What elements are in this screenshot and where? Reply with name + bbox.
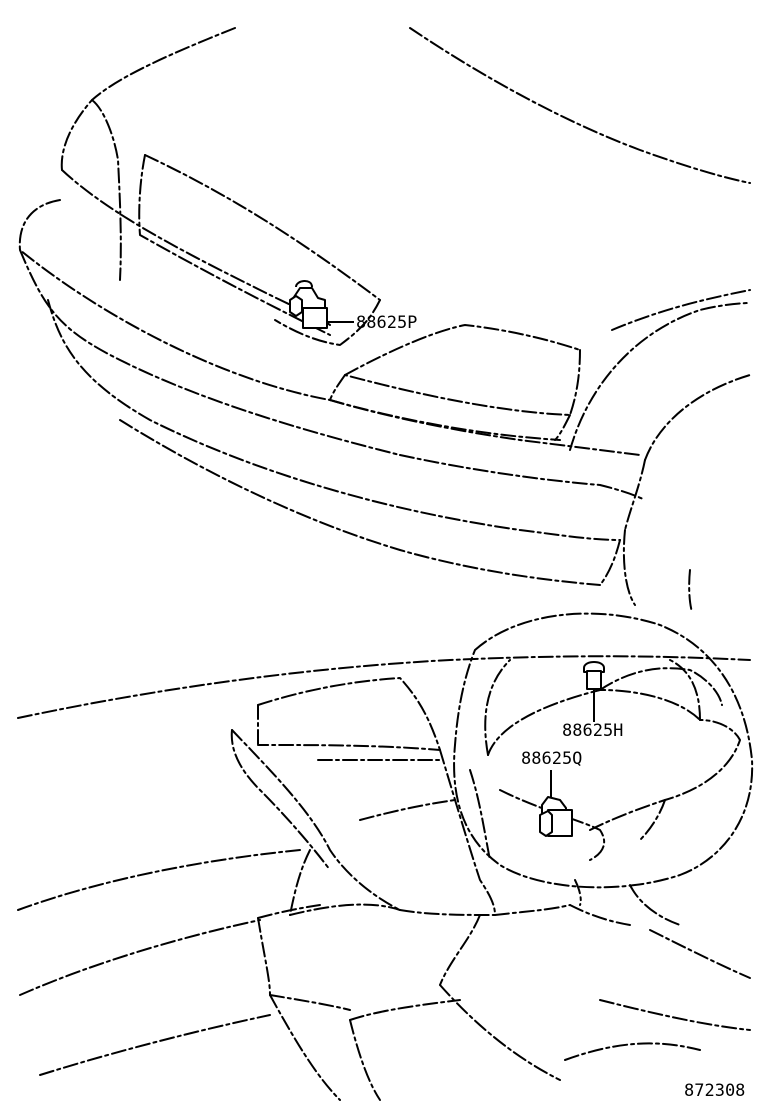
part-88625h-icon (583, 661, 605, 722)
part-88625p-icon (289, 280, 354, 329)
callout-88625p: 88625P (356, 313, 417, 333)
part-88625q-icon (539, 770, 573, 837)
callout-88625h: 88625H (562, 721, 623, 741)
figure-number: 872308 (684, 1081, 745, 1101)
interior-outline (17, 612, 754, 1101)
callout-88625q: 88625Q (521, 749, 582, 769)
